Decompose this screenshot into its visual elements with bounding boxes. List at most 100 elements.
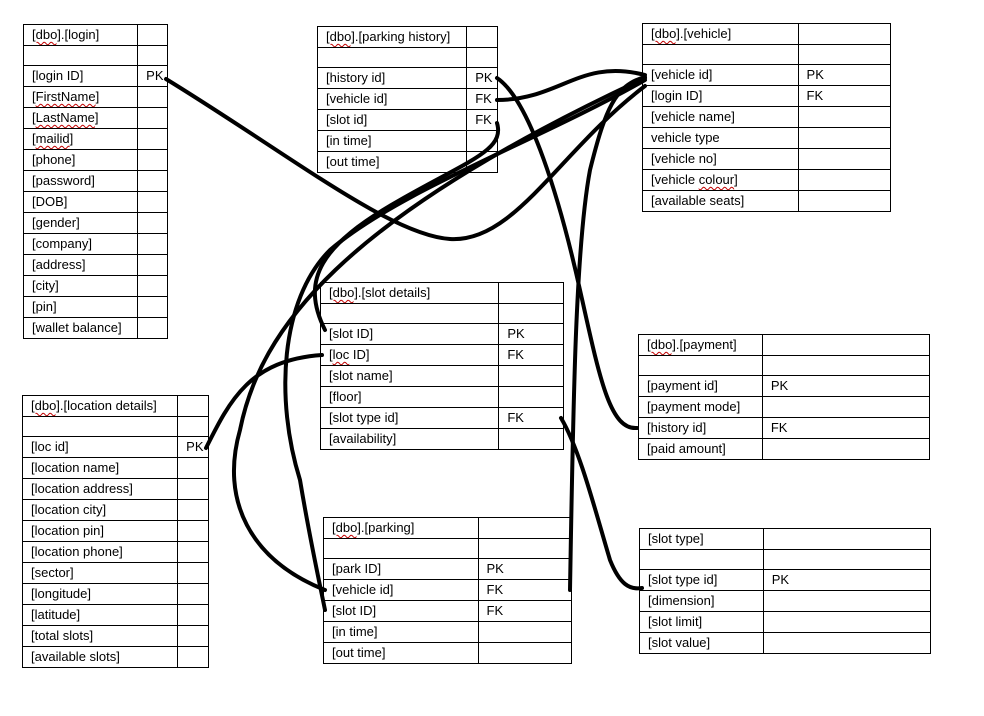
key-marker: FK	[498, 407, 564, 429]
field-name: [location city]	[21, 499, 179, 521]
table-row: [address]	[22, 254, 168, 276]
key-marker	[137, 233, 168, 255]
key-marker	[498, 386, 564, 408]
key-marker	[498, 428, 564, 450]
table-cell	[797, 23, 892, 45]
table-row: [vehicle no]	[642, 148, 892, 170]
field-name: [DOB]	[22, 191, 139, 213]
field-name: [slot limit]	[639, 611, 764, 633]
table-row: [FirstName]	[22, 86, 168, 108]
table-row: [DOB]	[22, 191, 168, 213]
table-slot-details: [dbo].[slot details][slot ID]PK[loc ID]F…	[319, 282, 564, 450]
table-row: [history id]FK	[638, 417, 931, 439]
field-name: [park ID]	[323, 558, 479, 580]
table-row: [available slots]	[21, 646, 209, 668]
table-row: [history id]PK	[316, 67, 498, 89]
table-row: [vehicle id]PK	[642, 64, 892, 86]
table-row: [location city]	[21, 499, 209, 521]
field-name: [city]	[22, 275, 139, 297]
key-marker: PK	[137, 65, 168, 87]
table-title: [dbo].[payment]	[638, 334, 763, 356]
key-marker: FK	[761, 417, 931, 439]
table-cell	[762, 528, 932, 550]
key-marker	[498, 365, 564, 387]
link-parkinghistory-to-vehicle	[495, 69, 647, 102]
field-name: [loc id]	[21, 436, 179, 458]
field-name	[639, 549, 764, 570]
table-row: [latitude]	[21, 604, 209, 626]
table-row	[638, 355, 931, 376]
field-name: [address]	[22, 254, 139, 276]
key-marker	[177, 499, 209, 521]
key-marker	[137, 86, 168, 108]
table-row: [availability]	[319, 428, 564, 450]
key-marker	[137, 317, 168, 339]
table-row: [total slots]	[21, 625, 209, 647]
table-title: [dbo].[login]	[22, 24, 139, 46]
table-row	[21, 416, 209, 437]
table-row: [slot ID]FK	[323, 600, 572, 622]
table-row: [vehicle id]FK	[316, 88, 498, 110]
field-name: [gender]	[22, 212, 139, 234]
table-title-row: [dbo].[login]	[22, 24, 168, 46]
table-cell	[466, 26, 498, 48]
field-name	[316, 47, 468, 68]
field-name: [FirstName]	[22, 86, 139, 108]
table-title: [dbo].[parking history]	[316, 26, 468, 48]
key-marker	[137, 149, 168, 171]
table-row: [gender]	[22, 212, 168, 234]
key-marker	[137, 45, 168, 66]
table-row: [available seats]	[642, 190, 892, 212]
key-marker	[797, 106, 892, 128]
field-name: [vehicle no]	[642, 148, 799, 170]
key-marker: PK	[466, 67, 498, 89]
key-marker	[137, 191, 168, 213]
key-marker	[137, 128, 168, 150]
key-marker	[761, 396, 931, 418]
field-name: [available slots]	[21, 646, 179, 668]
key-marker: PK	[762, 569, 932, 591]
table-row: [slot type id]FK	[319, 407, 564, 429]
key-marker	[177, 520, 209, 542]
field-name: [location pin]	[21, 520, 179, 542]
field-name: [slot type id]	[639, 569, 764, 591]
table-row: [password]	[22, 170, 168, 192]
table-row	[323, 538, 572, 559]
table-row	[316, 47, 498, 68]
table-row: [vehicle name]	[642, 106, 892, 128]
field-name: [slot ID]	[323, 600, 479, 622]
field-name: [history id]	[638, 417, 763, 439]
key-marker	[761, 355, 931, 376]
field-name: [slot id]	[316, 109, 468, 131]
field-name: [floor]	[319, 386, 500, 408]
field-name: [in time]	[316, 130, 468, 152]
table-row: [slot ID]PK	[319, 323, 564, 345]
table-title: [dbo].[location details]	[21, 395, 179, 417]
key-marker	[762, 632, 932, 654]
key-marker	[177, 604, 209, 626]
key-marker: FK	[498, 344, 564, 366]
key-marker	[466, 47, 498, 68]
key-marker	[177, 457, 209, 479]
key-marker	[762, 590, 932, 612]
link-parking-to-vehicle	[568, 75, 647, 592]
field-name: [location name]	[21, 457, 179, 479]
table-title-row: [slot type]	[639, 528, 932, 550]
key-marker	[137, 254, 168, 276]
table-row: [floor]	[319, 386, 564, 408]
field-name: [total slots]	[21, 625, 179, 647]
table-row: [loc ID]FK	[319, 344, 564, 366]
table-row: [location name]	[21, 457, 209, 479]
link-location-to-slotdetails	[204, 353, 324, 450]
field-name: [login ID]	[22, 65, 139, 87]
table-title-row: [dbo].[payment]	[638, 334, 931, 356]
field-name: [slot type id]	[319, 407, 500, 429]
field-name: [company]	[22, 233, 139, 255]
field-name: [out time]	[323, 642, 479, 664]
field-name: [pin]	[22, 296, 139, 318]
table-row: [slot type id]PK	[639, 569, 932, 591]
field-name	[21, 416, 179, 437]
table-row: [slot value]	[639, 632, 932, 654]
key-marker	[797, 148, 892, 170]
key-marker	[762, 611, 932, 633]
